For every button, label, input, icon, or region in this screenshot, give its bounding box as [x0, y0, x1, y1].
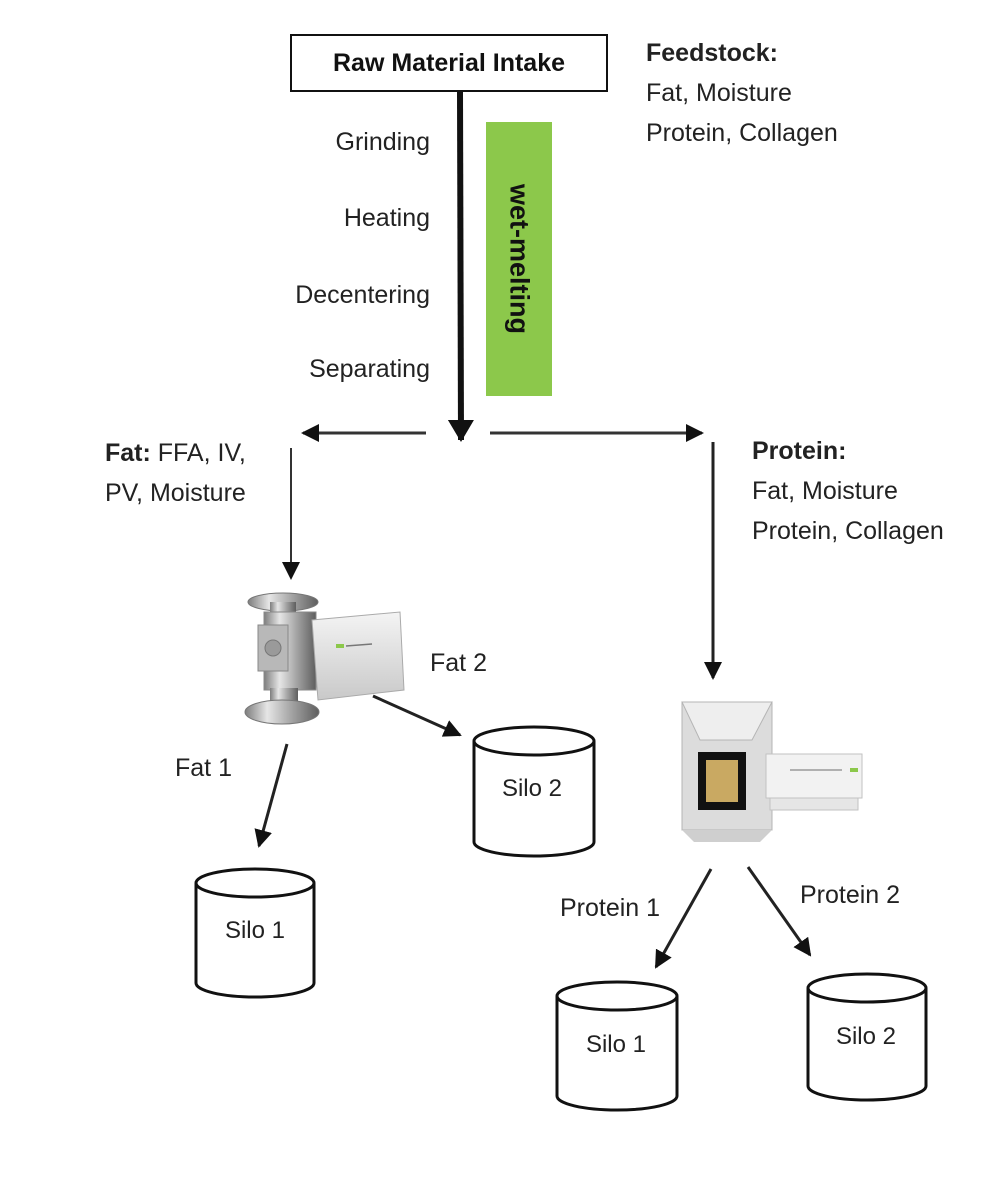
wet-melting-label: wet-melting [504, 183, 535, 335]
process-step-heating: Heating [343, 204, 430, 232]
feedstock-info: Feedstock: Fat, Moisture Protein, Collag… [646, 33, 838, 153]
protein-analyzer-icon [681, 701, 863, 842]
fat-analyzer-icon [244, 592, 405, 725]
protein-branch-title: Protein: [752, 437, 847, 465]
feedstock-line-1: Fat, Moisture [646, 79, 792, 107]
fat-1-label: Fat 1 [175, 754, 232, 782]
fat-silo-1-label: Silo 1 [225, 917, 285, 944]
fat-silo-2-label: Silo 2 [502, 775, 562, 802]
fat-silo-2: Silo 2 [472, 725, 596, 858]
process-step-separating: Separating [309, 355, 430, 383]
main-process-arrow [447, 91, 474, 442]
raw-material-intake-box: Raw Material Intake [290, 34, 608, 92]
wet-melting-group: wet-melting [486, 122, 552, 396]
protein-silo-1: Silo 1 [555, 980, 679, 1112]
protein-branch-line-2: Protein, Collagen [752, 517, 944, 545]
protein1-arrow [654, 868, 713, 969]
fat2-arrow [372, 694, 462, 737]
process-step-grinding: Grinding [335, 128, 431, 156]
fat-branch-info: Fat: FFA, IV, PV, Moisture [105, 433, 246, 513]
feedstock-line-2: Protein, Collagen [646, 119, 838, 147]
protein-1-label: Protein 1 [560, 894, 661, 922]
fat-branch-title: Fat: [105, 439, 151, 467]
raw-material-intake-label: Raw Material Intake [332, 48, 566, 77]
process-step-decentering: Decentering [295, 281, 430, 309]
feedstock-title: Feedstock: [646, 39, 778, 67]
protein-branch-line-1: Fat, Moisture [752, 477, 898, 505]
protein-silo-1-label: Silo 1 [586, 1031, 646, 1058]
protein2-arrow [746, 866, 812, 957]
protein-2-label: Protein 2 [800, 881, 901, 909]
protein-silo-2: Silo 2 [806, 972, 928, 1102]
fat1-arrow [254, 743, 289, 848]
fat-branch-line-1: FFA, IV, [150, 439, 246, 467]
protein-silo-2-label: Silo 2 [836, 1023, 896, 1050]
fat-branch-line-2: PV, Moisture [105, 479, 246, 507]
fat-silo-1: Silo 1 [194, 867, 316, 999]
protein-branch-info: Protein: Fat, Moisture Protein, Collagen [752, 431, 944, 551]
fat-2-label: Fat 2 [430, 649, 487, 677]
